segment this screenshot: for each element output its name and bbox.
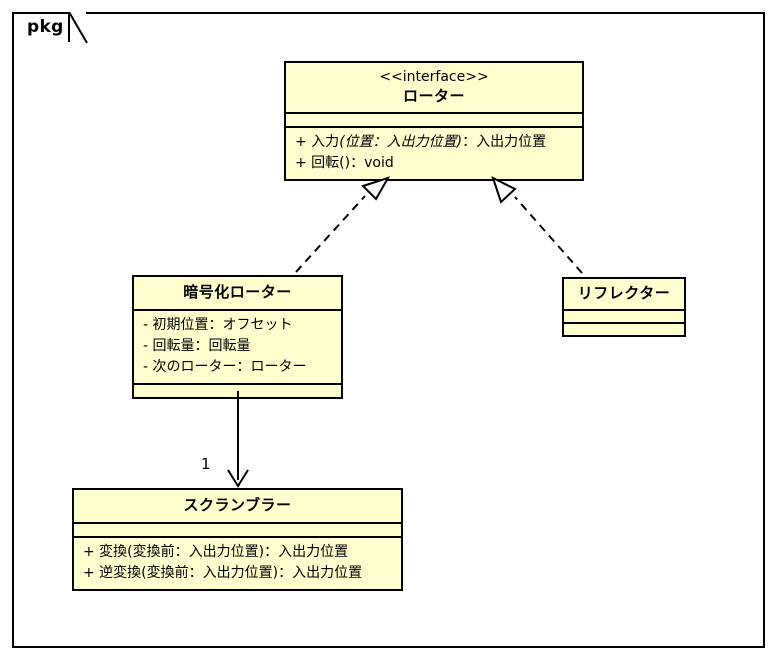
attributes-compartment-encryption-rotor: - 初期位置：オフセット - 回転量：回転量 - 次のローター：ローター (134, 311, 341, 383)
attributes-compartment-rotor (286, 114, 582, 126)
class-header-scrambler: スクランブラー (74, 490, 401, 522)
class-separator (564, 321, 684, 324)
class-separator (134, 308, 341, 311)
class-name-scrambler: スクランブラー (183, 496, 292, 514)
class-header-encryption-rotor: 暗号化ローター (134, 277, 341, 309)
package-frame-top-border (86, 12, 765, 14)
class-name-encryption-rotor: 暗号化ローター (183, 283, 292, 301)
operations-compartment-scrambler: + 変換(変換前：入出力位置)：入出力位置 + 逆変換(変換前：入出力位置)：入… (74, 538, 401, 589)
class-box-scrambler[interactable]: スクランブラー + 変換(変換前：入出力位置)：入出力位置 + 逆変換(変換前：… (72, 488, 403, 591)
package-label: pkg (27, 17, 64, 37)
operation-row: + 入力(位置：入出力位置)：入出力位置 (295, 134, 547, 151)
class-separator (286, 112, 582, 115)
attribute-row: - 初期位置：オフセット (143, 316, 293, 333)
package-tab (12, 12, 70, 42)
class-stereotype-rotor: <<interface>> (379, 69, 489, 85)
class-name-reflector: リフレクター (577, 284, 671, 302)
class-separator (564, 308, 684, 311)
package-frame (12, 12, 765, 648)
operations-compartment-encryption-rotor (134, 385, 341, 397)
class-separator (74, 521, 401, 524)
package-tab-slant-icon (68, 12, 88, 44)
class-box-encryption-rotor[interactable]: 暗号化ローター - 初期位置：オフセット - 回転量：回転量 - 次のローター：… (132, 275, 343, 399)
attributes-compartment-reflector (564, 311, 684, 322)
operation-row: + 回転()：void (295, 155, 394, 172)
class-box-rotor[interactable]: <<interface>> ローター + 入力(位置：入出力位置)：入出力位置 … (284, 61, 584, 182)
attribute-row: - 次のローター：ローター (143, 358, 307, 375)
class-header-rotor: <<interface>> ローター (286, 63, 582, 112)
class-header-reflector: リフレクター (564, 279, 684, 309)
class-name-rotor: ローター (402, 86, 465, 105)
class-box-reflector[interactable]: リフレクター (562, 277, 686, 337)
attributes-compartment-scrambler (74, 524, 401, 536)
operation-row: + 逆変換(変換前：入出力位置)：入出力位置 (83, 564, 363, 581)
operations-compartment-rotor: + 入力(位置：入出力位置)：入出力位置 + 回転()：void (286, 128, 582, 179)
association-multiplicity-label: 1 (201, 455, 211, 473)
operation-row: + 変換(変換前：入出力位置)：入出力位置 (83, 543, 349, 560)
attribute-row: - 回転量：回転量 (143, 337, 251, 354)
class-separator (134, 382, 341, 385)
class-separator (74, 535, 401, 538)
class-separator (286, 126, 582, 129)
operations-compartment-reflector (564, 324, 684, 335)
